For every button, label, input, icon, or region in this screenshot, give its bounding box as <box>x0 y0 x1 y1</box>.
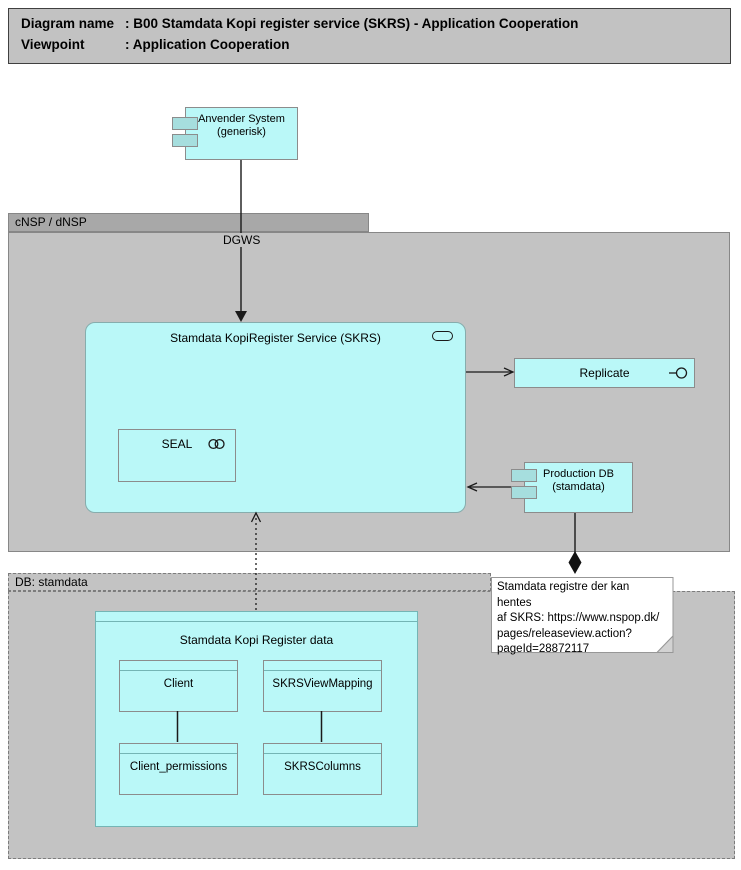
collaboration-icon <box>208 438 225 450</box>
component-icon <box>172 117 198 130</box>
interface-icon <box>669 367 688 379</box>
data-object-strip <box>120 661 237 671</box>
skrsviewmapping-node[interactable]: SKRSViewMapping <box>263 660 382 712</box>
component-icon <box>511 469 537 482</box>
viewpoint-label: Viewpoint <box>21 37 85 52</box>
skrsviewmapping-label: SKRSViewMapping <box>272 678 373 690</box>
dgws-edge-label: DGWS <box>219 233 265 247</box>
db-group-tab[interactable]: DB: stamdata <box>8 573 491 591</box>
data-object-strip <box>264 744 381 754</box>
client-permissions-node[interactable]: Client_permissions <box>119 743 238 795</box>
component-icon <box>511 486 537 499</box>
note-shape <box>491 577 674 653</box>
anvender-system-node[interactable]: Anvender System (generisk) <box>172 107 298 160</box>
seal-label: SEAL <box>161 437 193 451</box>
production-db-node[interactable]: Production DB (stamdata) <box>511 462 633 513</box>
client-permissions-label: Client_permissions <box>129 761 228 773</box>
data-object-strip <box>264 661 381 671</box>
client-label: Client <box>163 678 194 690</box>
anvender-system-label: Anvender System (generisk) <box>198 113 285 138</box>
skrscolumns-label: SKRSColumns <box>284 761 361 773</box>
cnsp-group-tab[interactable]: cNSP / dNSP <box>8 213 369 232</box>
seal-node[interactable]: SEAL <box>118 429 236 482</box>
title-value: : B00 Stamdata Kopi register service (SK… <box>125 16 579 31</box>
component-icon <box>172 134 198 147</box>
title-row-diagram-name: Diagram name : B00 Stamdata Kopi registe… <box>21 13 730 34</box>
skrs-service-node[interactable]: Stamdata KopiRegister Service (SKRS) <box>85 322 466 513</box>
replicate-node[interactable]: Replicate <box>514 358 695 388</box>
stamdata-register-data-node[interactable]: Stamdata Kopi Register data Client SKRSV… <box>95 611 418 827</box>
client-node[interactable]: Client <box>119 660 238 712</box>
data-object-strip <box>96 612 417 622</box>
db-group-label: DB: stamdata <box>15 575 88 589</box>
stamdata-register-data-label: Stamdata Kopi Register data <box>179 633 334 647</box>
skrscolumns-node[interactable]: SKRSColumns <box>263 743 382 795</box>
note-text: Stamdata registre der kan hentes af SKRS… <box>497 581 660 655</box>
cnsp-group-label: cNSP / dNSP <box>15 215 87 229</box>
application-service-icon <box>432 331 453 341</box>
skrs-service-label: Stamdata KopiRegister Service (SKRS) <box>170 331 381 345</box>
replicate-label: Replicate <box>579 366 630 380</box>
note-node[interactable]: Stamdata registre der kan hentes af SKRS… <box>491 577 674 655</box>
title-label: Diagram name <box>21 16 115 31</box>
viewpoint-value: : Application Cooperation <box>125 37 290 52</box>
dgws-text: DGWS <box>223 233 261 247</box>
data-object-strip <box>120 744 237 754</box>
diagram-title-bar: Diagram name : B00 Stamdata Kopi registe… <box>8 8 731 64</box>
title-row-viewpoint: Viewpoint : Application Cooperation <box>21 34 730 55</box>
production-db-label: Production DB (stamdata) <box>543 468 614 493</box>
